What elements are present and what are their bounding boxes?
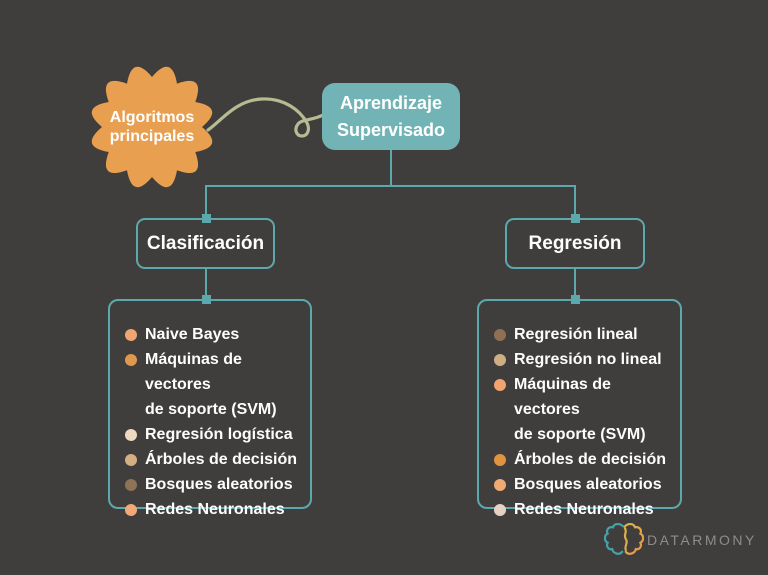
list-item: Árboles de decisión <box>125 447 302 472</box>
list-item-label: Regresión logística <box>145 426 293 443</box>
list-regresion-algorithms: Regresión lineal Regresión no lineal Máq… <box>477 299 682 518</box>
squiggle-connector <box>206 97 325 138</box>
list-item-label: Bosques aleatorios <box>145 476 293 493</box>
list-item-label: Redes Neuronales <box>145 501 285 518</box>
connector-right-drop2 <box>574 269 576 300</box>
list-item-label: Árboles de decisión <box>145 451 298 468</box>
datarmony-brain-icon <box>604 523 644 555</box>
list-item-label: Regresión lineal <box>514 326 638 343</box>
list-item-label: Árboles de decisión <box>514 451 667 468</box>
bullet-icon <box>494 504 506 516</box>
bullet-icon <box>494 354 506 366</box>
badge-blob-shape <box>91 66 213 188</box>
badge-label: Algoritmos principales <box>109 109 195 145</box>
bullet-icon <box>494 454 506 466</box>
bullet-icon <box>125 429 137 441</box>
list-item-label: Regresión no lineal <box>514 351 662 368</box>
connector-right-drop <box>574 185 576 218</box>
list-item: Regresión no lineal <box>494 347 672 372</box>
bullet-icon <box>125 504 137 516</box>
list-item: Bosques aleatorios <box>125 472 302 497</box>
bullet-icon <box>125 479 137 491</box>
list-item: Regresión lineal <box>494 322 672 347</box>
bullet-icon <box>125 354 137 366</box>
bullet-icon <box>494 379 506 391</box>
list-item-label: Máquinas de vectores de soporte (SVM) <box>514 376 646 443</box>
list-item-label: Naive Bayes <box>145 326 240 343</box>
list-item: Redes Neuronales <box>494 497 672 522</box>
list-item-label: Bosques aleatorios <box>514 476 662 493</box>
bullet-icon <box>125 329 137 341</box>
branch-label: Clasificación <box>146 232 265 254</box>
branch-node-clasificacion: Clasificación <box>136 218 275 269</box>
connector-left-drop <box>205 185 207 218</box>
bullet-icon <box>494 329 506 341</box>
connector-left-drop2 <box>205 269 207 300</box>
list-clasificacion-algorithms: Naive Bayes Máquinas de vectores de sopo… <box>108 299 312 518</box>
list-item: Máquinas de vectores de soporte (SVM) <box>494 372 672 447</box>
list-item-label: Máquinas de vectores de soporte (SVM) <box>145 351 277 418</box>
list-item: Árboles de decisión <box>494 447 672 472</box>
datarmony-logo-text: DATARMONY <box>647 532 757 548</box>
list-item-label: Redes Neuronales <box>514 501 654 518</box>
list-item: Bosques aleatorios <box>494 472 672 497</box>
list-item: Naive Bayes <box>125 322 302 347</box>
bullet-icon <box>125 454 137 466</box>
list-item: Máquinas de vectores de soporte (SVM) <box>125 347 302 422</box>
root-node-aprendizaje-supervisado: Aprendizaje Supervisado <box>322 83 460 150</box>
connector-horizontal-bar <box>205 185 576 187</box>
branch-node-regresion: Regresión <box>505 218 645 269</box>
branch-label: Regresión <box>528 232 622 254</box>
datarmony-logo: DATARMONY <box>604 519 757 561</box>
list-item: Redes Neuronales <box>125 497 302 522</box>
list-item: Regresión logística <box>125 422 302 447</box>
connector-root-stem <box>390 150 392 186</box>
bullet-icon <box>494 479 506 491</box>
